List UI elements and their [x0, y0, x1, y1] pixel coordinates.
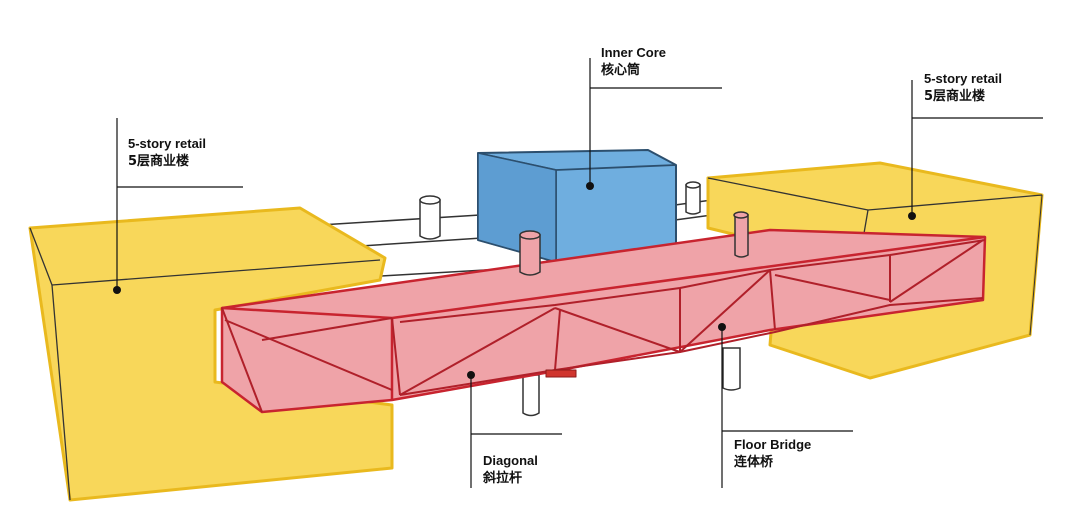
inner-core-dot [586, 182, 594, 190]
label-diagonal-en: Diagonal [483, 453, 538, 468]
label-inner-core-zh: 核心筒 [601, 63, 641, 78]
inner-core-block [477, 149, 677, 263]
label-retail-left-zh: 5层商业楼 [128, 154, 190, 169]
label-inner-core-en: Inner Core [601, 45, 667, 60]
label-retail-right: 5-story retail 5层商业楼 [924, 70, 1002, 106]
label-floor-bridge-zh: 连体桥 [734, 455, 774, 470]
label-floor-bridge-en: Floor Bridge [734, 437, 812, 452]
bridge-posts [519, 211, 749, 276]
floor-bridge-truss [220, 228, 987, 414]
label-retail-left-en: 5-story retail [128, 136, 207, 151]
label-retail-right-en: 5-story retail [924, 71, 1003, 86]
floor-bridge-dot [718, 323, 726, 331]
leader-dots [113, 182, 916, 379]
retail-right-dot [908, 212, 916, 220]
retail-block-left [28, 206, 394, 502]
support-posts [419, 181, 741, 417]
label-diagonal-zh: 斜拉杆 [483, 471, 523, 486]
label-inner-core: Inner Core 核心筒 [601, 44, 666, 80]
label-retail-left: 5-story retail 5层商业楼 [128, 135, 206, 171]
diagonal-dot [467, 371, 475, 379]
leader-lines [116, 58, 1043, 488]
label-diagonal: Diagonal 斜拉杆 [483, 452, 538, 488]
label-floor-bridge: Floor Bridge 连体桥 [734, 436, 811, 472]
label-retail-right-zh: 5层商业楼 [924, 89, 986, 104]
retail-left-dot [113, 286, 121, 294]
